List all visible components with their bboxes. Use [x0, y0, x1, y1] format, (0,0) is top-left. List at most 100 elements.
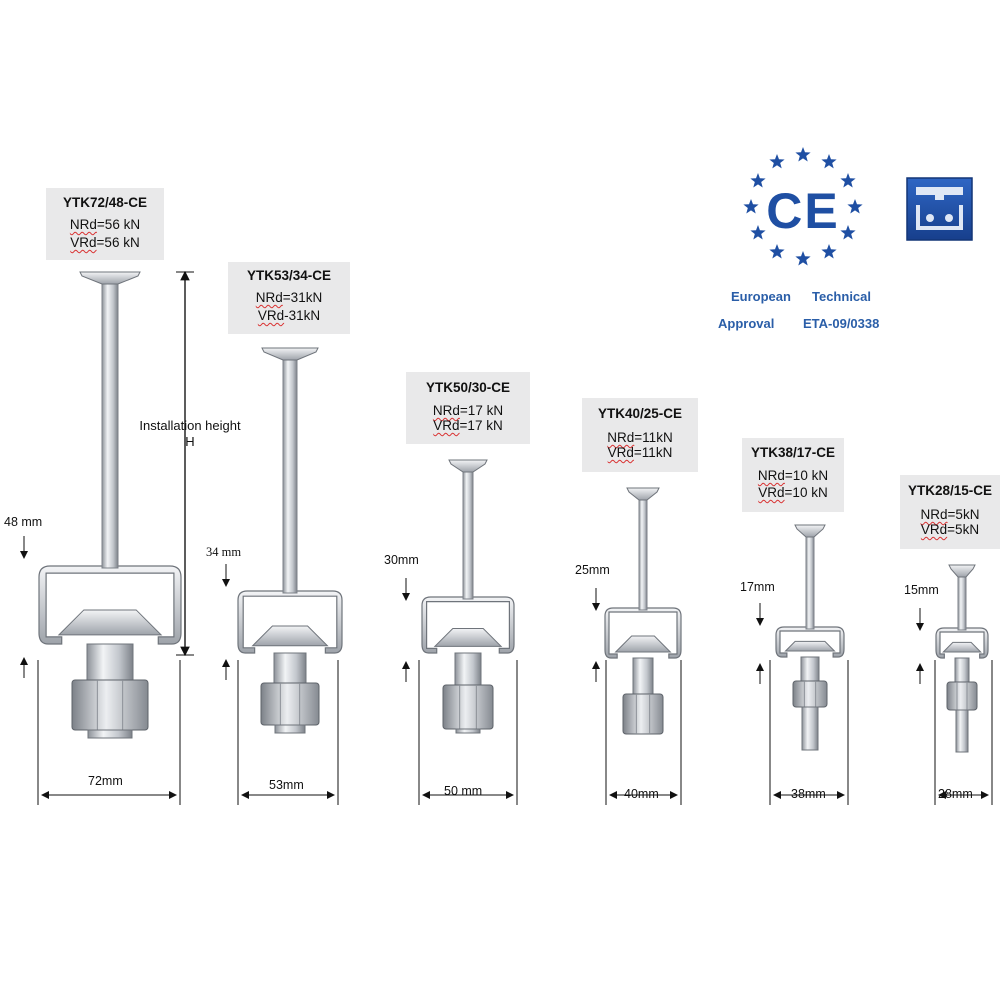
channel-profile — [421, 596, 515, 654]
width-label-2: 50 mm — [444, 784, 483, 798]
hammer-head — [433, 627, 503, 647]
vrd-value: VRd=10 kN — [758, 485, 828, 500]
channel-profile — [237, 590, 343, 654]
channel-profile — [38, 565, 182, 645]
channel-logo-icon — [906, 177, 973, 241]
nrd-value: NRd=17 kN — [432, 403, 504, 418]
channel-profile — [604, 607, 682, 659]
anchor-shaft — [282, 353, 298, 594]
width-label-5: 28mm — [938, 787, 973, 801]
model-name: YTK50/30-CE — [425, 380, 511, 395]
vrd-value: VRd=11kN — [607, 445, 673, 460]
anchor-shaft — [638, 493, 648, 611]
anchor-shaft — [957, 570, 967, 631]
hex-nut — [260, 682, 320, 726]
embed-depth-1: 34 mm — [206, 545, 242, 559]
anchor-shaft — [101, 277, 119, 569]
bolt-stub — [632, 657, 654, 695]
hammer-head — [784, 640, 836, 652]
channel-profile — [775, 626, 845, 658]
channel-profile — [935, 627, 989, 659]
width-label-0: 72mm — [88, 774, 123, 788]
anchor-head — [448, 459, 488, 473]
nrd-value: NRd=56 kN — [69, 217, 141, 232]
thread-end — [801, 706, 819, 751]
hex-nut — [946, 681, 978, 711]
embed-depth-3: 25mm — [575, 563, 610, 577]
ce-star — [821, 154, 837, 169]
anchor-2 — [421, 459, 515, 734]
ce-star — [750, 225, 766, 240]
bolt-stub — [800, 656, 820, 682]
hammer-head — [942, 641, 982, 653]
anchor-head — [261, 347, 319, 361]
width-label-1: 53mm — [269, 778, 304, 792]
hammer-head — [251, 625, 329, 647]
ce-star — [769, 244, 785, 259]
ce-star — [750, 173, 766, 188]
vrd-value: VRd=17 kN — [433, 418, 503, 433]
bolt-stub — [273, 652, 307, 684]
vrd-value: VRd=5kN — [920, 522, 980, 537]
svg-text:CE: CE — [766, 183, 839, 239]
embed-depth-0: 48 mm — [4, 515, 43, 529]
nrd-value: NRd=10 kN — [757, 468, 829, 483]
ce-star — [840, 225, 856, 240]
anchor-0 — [38, 271, 182, 739]
hex-nut — [71, 679, 149, 731]
hex-nut — [442, 684, 494, 730]
embed-depth-2: 30mm — [384, 553, 419, 567]
anchor-head — [79, 271, 141, 285]
model-name: YTK53/34-CE — [246, 268, 332, 283]
anchor-shaft — [462, 465, 474, 600]
ce-star — [821, 244, 837, 259]
ce-star — [795, 147, 811, 162]
anchor-label-1: YTK53/34-CE NRd=31kN VRd-31kN — [228, 262, 350, 334]
anchor-head — [626, 487, 660, 501]
anchor-head — [794, 524, 826, 538]
embed-depth-5: 15mm — [904, 583, 939, 597]
ce-mark-icon: CE — [743, 147, 863, 266]
cert-technical: Technical — [812, 289, 872, 304]
width-label-3: 40mm — [624, 787, 659, 801]
ce-star — [840, 173, 856, 188]
anchor-label-2: YTK50/30-CE NRd=17 kN VRd=17 kN — [406, 372, 530, 444]
installation-height-label: Installation height H — [136, 418, 244, 450]
cert-eta-code: ETA-09/0338 — [803, 316, 880, 331]
embed-depth-4: 17mm — [740, 580, 775, 594]
bolt-stub — [454, 652, 482, 686]
nrd-value: NRd=31kN — [255, 290, 323, 305]
hex-nut — [792, 680, 828, 708]
hammer-head — [614, 635, 672, 653]
hex-nut — [622, 693, 664, 735]
thread-end — [87, 729, 133, 739]
bolt-stub — [954, 657, 970, 683]
width-label-4: 38mm — [791, 787, 826, 801]
anchor-3 — [604, 487, 682, 735]
anchor-label-0: YTK72/48-CE NRd=56 kN VRd=56 kN — [46, 188, 164, 260]
model-name: YTK72/48-CE — [62, 195, 148, 210]
thread-end — [455, 728, 481, 734]
nrd-value: NRd=5kN — [920, 507, 980, 522]
vrd-value: VRd-31kN — [257, 308, 321, 323]
model-name: YTK40/25-CE — [597, 406, 683, 421]
model-name: YTK28/15-CE — [907, 483, 993, 498]
anchor-1 — [237, 347, 343, 734]
anchor-head — [948, 564, 976, 578]
anchor-5 — [935, 564, 989, 753]
anchor-label-4: YTK38/17-CE NRd=10 kN VRd=10 kN — [742, 438, 844, 512]
ce-star — [847, 199, 863, 214]
ce-star — [743, 199, 759, 214]
installation-height-text: Installation height — [139, 418, 241, 433]
anchor-label-3: YTK40/25-CE NRd=11kN VRd=11kN — [582, 398, 698, 472]
thread-end — [955, 709, 969, 753]
model-name: YTK38/17-CE — [750, 445, 836, 460]
thread-end — [274, 724, 306, 734]
nrd-value: NRd=11kN — [607, 430, 673, 445]
cert-approval: Approval — [718, 316, 775, 331]
anchor-4 — [775, 524, 845, 751]
hammer-head — [57, 609, 163, 636]
installation-height-symbol: H — [185, 434, 195, 449]
anchor-label-5: YTK28/15-CE NRd=5kN VRd=5kN — [900, 475, 1000, 549]
